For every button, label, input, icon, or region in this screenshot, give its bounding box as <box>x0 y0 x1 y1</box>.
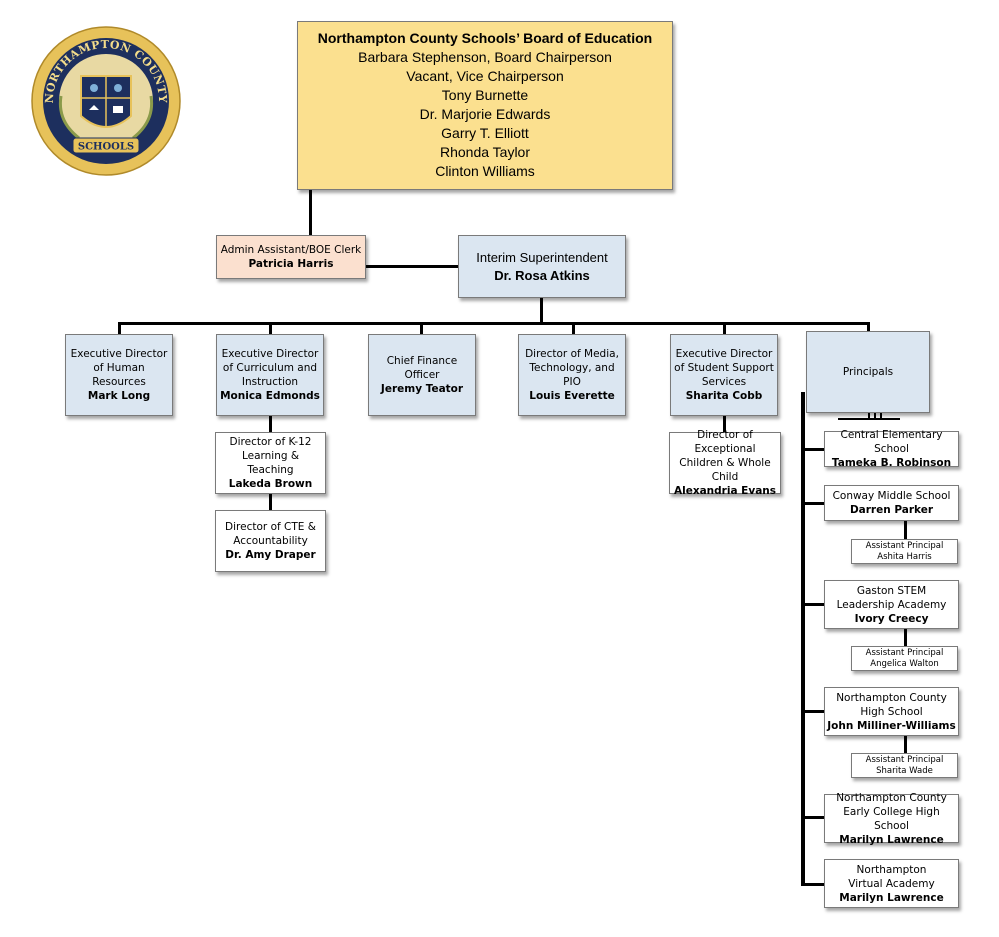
superintendent-name: Dr. Rosa Atkins <box>494 267 590 283</box>
connector <box>801 883 825 886</box>
connector <box>723 322 726 335</box>
connector <box>118 322 870 325</box>
media-director-box: Director of Media, Technology, and PIO L… <box>518 334 626 416</box>
connector <box>723 416 726 432</box>
school-name: Gaston STEM Leadership Academy <box>836 584 947 611</box>
connector <box>801 710 825 713</box>
assistant-principal-box-nchs: Assistant Principal Sharita Wade <box>851 753 958 778</box>
school-box-gaston: Gaston STEM Leadership Academy Ivory Cre… <box>824 580 959 629</box>
admin-assistant-title: Admin Assistant/BOE Clerk <box>220 244 362 256</box>
director-name: Dr. Amy Draper <box>225 549 316 561</box>
connector <box>880 412 882 420</box>
connector <box>801 392 805 886</box>
student-support-director-box: Executive Director of Student Support Se… <box>670 334 778 416</box>
principal-name: Darren Parker <box>849 504 934 516</box>
director-name: Jeremy Teator <box>380 383 464 395</box>
school-box-central: Central Elementary School Tameka B. Robi… <box>824 429 959 469</box>
school-name: Northampton County High School <box>836 691 947 718</box>
director-title: Executive Director of Curriculum and Ins… <box>221 348 319 388</box>
director-title: Director of CTE & Accountability <box>225 521 316 547</box>
school-name: Northampton County Early College High Sc… <box>836 791 947 832</box>
board-member: Tony Burnette <box>441 87 529 103</box>
board-member: Dr. Marjorie Edwards <box>419 106 551 122</box>
principal-name: John Milliner-Williams <box>827 719 956 732</box>
logo-bottom-text: SCHOOLS <box>78 142 134 153</box>
connector <box>572 322 575 335</box>
board-member: Garry T. Elliott <box>441 125 529 141</box>
connector <box>874 412 876 420</box>
principal-name: Ivory Creecy <box>854 612 929 625</box>
principal-name: Marilyn Lawrence <box>839 891 944 904</box>
admin-assistant-box: Admin Assistant/BOE Clerk Patricia Harri… <box>216 235 366 279</box>
curriculum-director-box: Executive Director of Curriculum and Ins… <box>216 334 324 416</box>
connector <box>904 628 907 646</box>
board-member: Barbara Stephenson, Board Chairperson <box>358 49 612 65</box>
principal-name: Tameka B. Robinson <box>831 457 952 469</box>
director-title: Director of Media, Technology, and PIO <box>525 348 619 388</box>
connector <box>365 265 459 268</box>
connector <box>867 322 870 332</box>
director-title: Chief Finance Officer <box>386 355 458 381</box>
assistant-principal-name: Ashita Harris <box>877 551 932 562</box>
assistant-principal-box-conway: Assistant Principal Ashita Harris <box>851 539 958 564</box>
assistant-principal-title: Assistant Principal <box>865 647 944 658</box>
board-of-education-box: Northampton County Schools’ Board of Edu… <box>297 21 673 190</box>
ec-director-box: Director of Exceptional Children & Whole… <box>669 429 781 497</box>
director-name: Mark Long <box>87 390 151 402</box>
connector <box>904 735 907 753</box>
board-title: Northampton County Schools’ Board of Edu… <box>317 30 653 46</box>
superintendent-title: Interim Superintendent <box>476 249 608 265</box>
connector <box>801 448 825 451</box>
principals-label: Principals <box>842 366 894 378</box>
principals-box: Principals <box>806 331 930 413</box>
k12-director-box: Director of K-12 Learning & Teaching Lak… <box>215 432 326 494</box>
school-box-conway: Conway Middle School Darren Parker <box>824 485 959 521</box>
assistant-principal-name: Sharita Wade <box>876 765 933 776</box>
connector <box>801 816 825 819</box>
principal-name: Marilyn Lawrence <box>839 833 944 846</box>
connector <box>801 502 825 505</box>
assistant-principal-title: Assistant Principal <box>865 540 944 551</box>
school-name: Northampton Virtual Academy <box>848 863 935 890</box>
connector <box>309 190 312 238</box>
district-seal-logo: NORTHAMPTON COUNTY SCHOOLS <box>31 26 181 176</box>
connector <box>540 298 543 323</box>
school-name: Central Elementary School <box>840 429 943 455</box>
director-name: Sharita Cobb <box>685 390 763 402</box>
connector <box>868 412 870 420</box>
hr-director-box: Executive Director of Human Resources Ma… <box>65 334 173 416</box>
director-name: Louis Everette <box>529 390 615 402</box>
school-name: Conway Middle School <box>832 490 951 502</box>
connector <box>420 322 423 335</box>
board-member: Clinton Williams <box>435 163 535 179</box>
school-box-early-college: Northampton County Early College High Sc… <box>824 791 959 846</box>
director-title: Executive Director of Student Support Se… <box>674 348 774 388</box>
board-member: Vacant, Vice Chairperson <box>406 68 564 84</box>
director-name: Lakeda Brown <box>228 478 313 490</box>
director-name: Alexandria Evans <box>673 485 777 497</box>
connector <box>118 322 121 335</box>
director-name: Monica Edmonds <box>220 390 320 402</box>
director-title: Director of K-12 Learning & Teaching <box>229 436 312 476</box>
connector <box>269 416 272 432</box>
superintendent-box: Interim Superintendent Dr. Rosa Atkins <box>458 235 626 298</box>
assistant-principal-title: Assistant Principal <box>865 754 944 765</box>
assistant-principal-box-gaston: Assistant Principal Angelica Walton <box>851 646 958 671</box>
connector <box>904 520 907 539</box>
admin-assistant-name: Patricia Harris <box>248 258 334 270</box>
school-box-nchs: Northampton County High School John Mill… <box>824 687 959 736</box>
school-box-virtual: Northampton Virtual Academy Marilyn Lawr… <box>824 859 959 908</box>
director-title: Director of Exceptional Children & Whole… <box>679 429 771 483</box>
connector <box>838 418 900 420</box>
board-member: Rhonda Taylor <box>439 144 531 160</box>
finance-officer-box: Chief Finance Officer Jeremy Teator <box>368 334 476 416</box>
director-title: Executive Director of Human Resources <box>70 348 168 388</box>
assistant-principal-name: Angelica Walton <box>870 658 939 669</box>
connector <box>269 494 272 510</box>
connector <box>801 603 825 606</box>
connector <box>269 322 272 335</box>
cte-director-box: Director of CTE & Accountability Dr. Amy… <box>215 510 326 572</box>
